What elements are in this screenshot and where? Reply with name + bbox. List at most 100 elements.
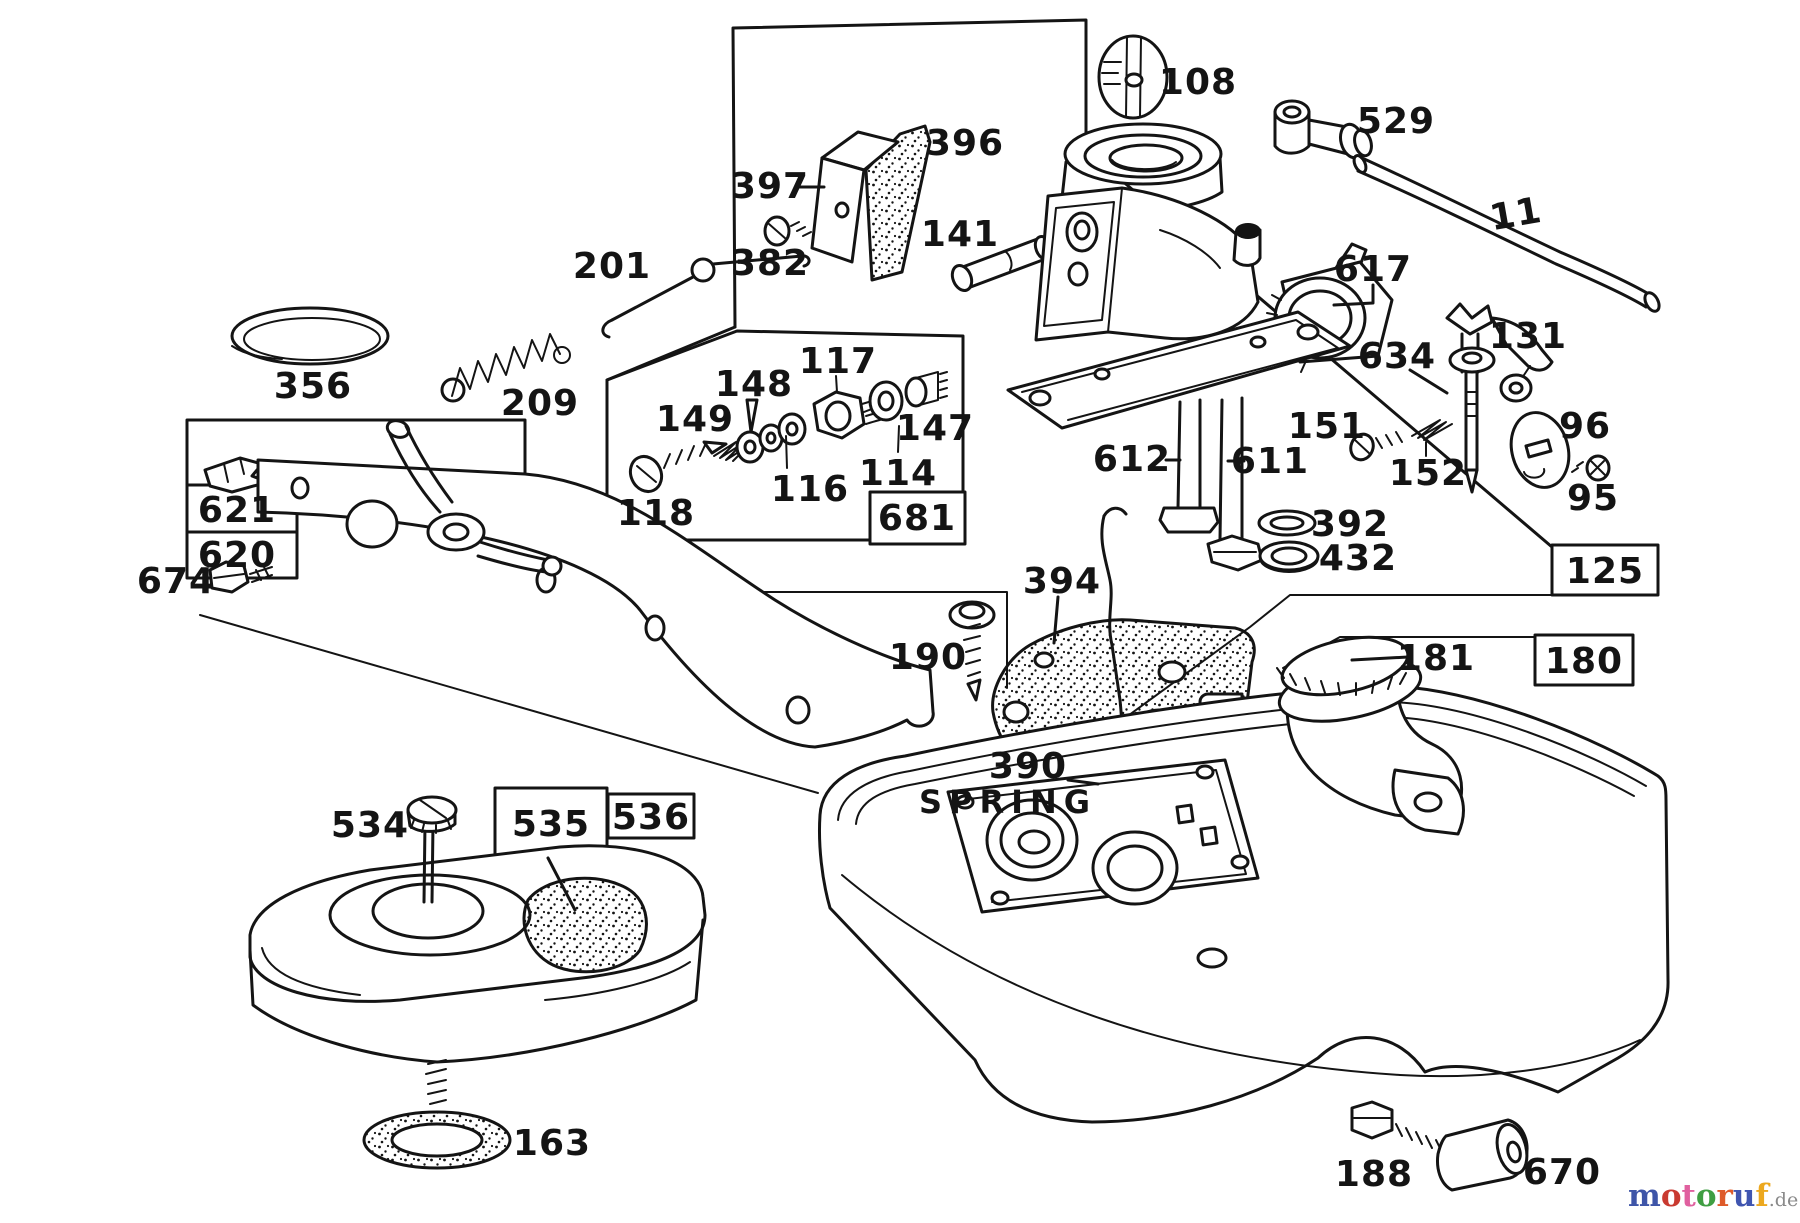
part-11-fuel-pipe [1352, 154, 1661, 313]
part-label-147: 147 [896, 408, 974, 449]
part-label-617: 617 [1334, 249, 1412, 290]
part-148-washers [735, 398, 807, 469]
leader-181 [1350, 655, 1410, 662]
part-382-screw [763, 215, 812, 247]
watermark-letter: o [1660, 1178, 1682, 1214]
part-432-seal-washer [1258, 540, 1320, 573]
part-label-188: 188 [1335, 1154, 1413, 1195]
part-label-141: 141 [921, 214, 999, 255]
watermark-suffix: .de [1768, 1189, 1799, 1211]
part-190-screw [948, 600, 996, 702]
leader-394 [1052, 595, 1060, 645]
part-392-washer [1257, 509, 1317, 537]
tank-carb-mounting-pad [946, 758, 1260, 914]
small-tank-seam [261, 947, 691, 1001]
part-labels: 108 396 397 382 201 141 529 11 617 634 1… [137, 62, 1644, 1195]
boxed-label-536: 536 [612, 797, 690, 838]
part-label-95: 95 [1567, 478, 1619, 519]
part-612-tube [1158, 398, 1220, 534]
part-label-151: 151 [1288, 406, 1366, 447]
motoruf-logo[interactable]: motoruf.de [1628, 1178, 1800, 1220]
boundary-lower-left [199, 614, 819, 794]
part-label-390: 390 [989, 746, 1067, 787]
watermark-letter: r [1716, 1178, 1733, 1214]
part-label-201: 201 [573, 246, 651, 287]
part-label-356: 356 [274, 366, 352, 407]
part-label-390-caption: SPRING [919, 783, 1097, 821]
part-674-bolt [208, 560, 273, 594]
watermark-letter: t [1681, 1178, 1696, 1214]
carburetor-body-block [1034, 186, 1260, 342]
part-label-117: 117 [799, 341, 877, 382]
carburetor-mounting-plate [1006, 310, 1352, 430]
part-label-209: 209 [501, 383, 579, 424]
leader-634 [1408, 368, 1449, 395]
part-670-filter [1436, 1118, 1529, 1192]
carburetor-assembly [1006, 34, 1661, 573]
part-356-retainer-ring [230, 306, 390, 366]
boxed-label-535: 535 [512, 804, 590, 845]
part-535-sealant-patch [522, 876, 648, 974]
choke-parts [601, 124, 1055, 339]
carburetor-fuel-nipple [1232, 223, 1262, 267]
part-163-gasket [362, 1059, 512, 1170]
watermark-letter: m [1628, 1178, 1661, 1214]
part-label-674: 674 [137, 561, 215, 602]
part-611-tube [1206, 396, 1264, 572]
part-95-screw [1571, 454, 1611, 482]
part-label-190: 190 [889, 637, 967, 678]
small-fuel-tank-assembly [248, 795, 707, 1170]
part-label-534: 534 [331, 805, 409, 846]
fuel-tank-assembly [818, 635, 1670, 1192]
part-label-11: 11 [1487, 190, 1545, 239]
part-label-611: 611 [1231, 441, 1309, 482]
label-box-180 [1533, 633, 1635, 687]
part-131-float-hinge-clip [1490, 316, 1554, 403]
part-label-612: 612 [1093, 439, 1171, 480]
throttle-lever-hub [385, 419, 563, 577]
part-396-gasket [864, 124, 932, 282]
label-box-536 [606, 792, 696, 840]
tank-front-edge [841, 874, 1641, 1078]
leader-617 [1332, 283, 1375, 307]
part-label-116: 116 [771, 469, 849, 510]
leader-lines [546, 185, 1449, 912]
part-label-392: 392 [1311, 504, 1389, 545]
part-label-114: 114 [859, 453, 937, 494]
needle-valve-kit [628, 371, 948, 494]
part-209-spring [440, 333, 571, 403]
watermark-letter: u [1732, 1178, 1756, 1214]
control-bracket-assembly [203, 306, 935, 749]
part-label-118: 118 [617, 493, 695, 534]
tank-mount-hole [1196, 947, 1228, 969]
part-108-choke-plate [1097, 34, 1169, 120]
leader-390 [1066, 778, 1100, 786]
part-397-hole [834, 201, 850, 219]
part-label-96: 96 [1559, 406, 1611, 447]
part-634-float-valve [1445, 302, 1496, 494]
part-152-spring [1411, 419, 1453, 457]
label-box-125 [1550, 543, 1660, 597]
boundary-left [699, 591, 1008, 689]
boxed-label-180: 180 [1545, 641, 1623, 682]
part-label-394: 394 [1023, 561, 1101, 602]
part-label-148: 148 [715, 364, 793, 405]
part-label-163: 163 [513, 1123, 591, 1164]
part-620-bracket-arm [256, 458, 935, 749]
watermark-letter: o [1695, 1178, 1717, 1214]
watermark-letter: f [1755, 1178, 1769, 1214]
part-label-181: 181 [1397, 638, 1475, 679]
part-label-382: 382 [731, 243, 809, 284]
part-151-idle-screw [1349, 431, 1403, 462]
part-label-152: 152 [1389, 453, 1467, 494]
part-147-seat [904, 371, 948, 408]
boxed-label-125: 125 [1566, 551, 1644, 592]
part-529-elbow-fitting [1273, 99, 1373, 160]
part-label-149: 149 [656, 399, 734, 440]
label-box-681 [868, 490, 967, 546]
part-118-screw [628, 440, 728, 494]
small-tank-neck [371, 882, 485, 940]
part-201-spring-link [601, 254, 811, 339]
